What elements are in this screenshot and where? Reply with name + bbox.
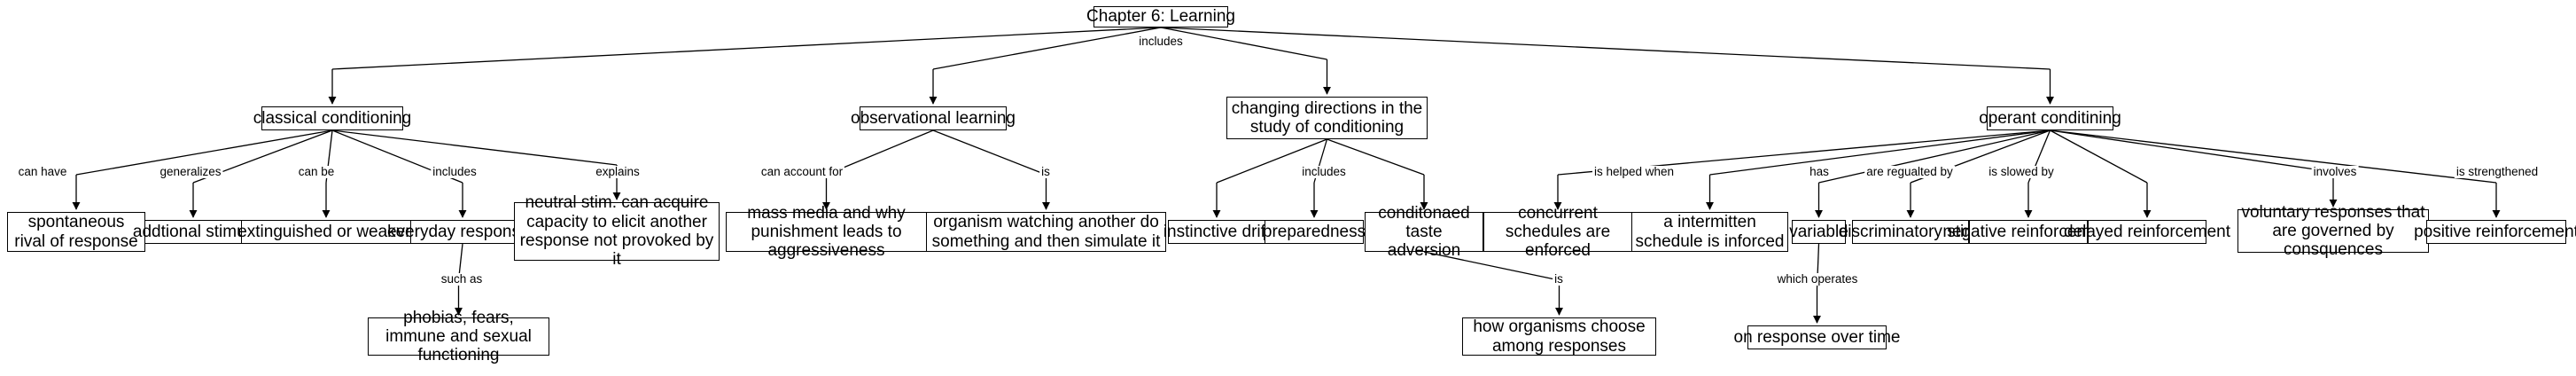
concept-node-taste[interactable]: conditonaed taste adversion [1365, 204, 1483, 260]
concept-node-concurrent[interactable]: concurrent schedules are enforced [1483, 204, 1632, 260]
edge-line-classical-to-spontaneous [75, 129, 333, 176]
edge-line-root-to-observ [932, 27, 1162, 70]
concept-node-label: positive reinforcement [2414, 222, 2576, 241]
edge-label-observ-to-massmedia: can account for [759, 165, 845, 178]
concept-node-massmedia[interactable]: mass media and why punishment leads to a… [726, 204, 927, 260]
concept-node-label: mass media and why punishment leads to a… [747, 203, 906, 261]
edge-label-operant-to-concurrent: is helped when [1592, 165, 1677, 178]
concept-node-label: preparedness [1262, 222, 1366, 241]
concept-node-label: neutral stim. can acquire capacity to el… [519, 193, 714, 270]
concept-node-label: negative reinforcement [1942, 222, 2114, 241]
concept-node-organism[interactable]: organism watching another do something a… [926, 212, 1166, 252]
concept-node-label: addtional stimuli [132, 222, 254, 241]
concept-node-instinctive[interactable]: instinctive drift [1163, 220, 1270, 244]
concept-node-label: observational learning [851, 108, 1016, 128]
concept-node-label: changing directions in the study of cond… [1231, 98, 1423, 137]
concept-node-label: discriminatory stim. [1838, 222, 1983, 241]
concept-node-changing[interactable]: changing directions in the study of cond… [1226, 97, 1428, 139]
edge-label-operant-to-discrim: are regualted by [1864, 165, 1955, 178]
concept-node-label: voluntary responses that are governed by… [2241, 202, 2425, 260]
edge-label-observ-to-organism: is [1039, 165, 1052, 178]
concept-node-variable[interactable]: variable [1789, 220, 1848, 244]
concept-node-label: operant conditining [1979, 108, 2121, 128]
edge-label-classical-to-spontaneous: can have [16, 165, 69, 178]
concept-node-label: delayed reinforcement [2064, 222, 2230, 241]
concept-node-onresponse[interactable]: on response over time [1734, 325, 1901, 349]
edge-label-operant-to-variable: has [1808, 165, 1831, 178]
edge-label-variable-to-onresponse: which operates [1775, 272, 1860, 286]
concept-node-label: conditonaed taste adversion [1378, 203, 1470, 261]
concept-node-label: instinctive drift [1163, 222, 1271, 241]
concept-node-negative[interactable]: negative reinforcement [1942, 220, 2114, 244]
edge-line-taste-to-howorg [1423, 251, 1560, 281]
edge-label-classical-to-addtional: generalizes [158, 165, 223, 178]
edge-label-changing-to-instinctive: includes [1300, 165, 1348, 178]
concept-node-classical[interactable]: classical conditioning [253, 106, 411, 130]
concept-node-phobias[interactable]: phobias, fears, immune and sexual functi… [368, 309, 549, 364]
concept-node-label: Chapter 6: Learning [1086, 7, 1235, 27]
edge-label-everyday-to-phobias: such as [439, 272, 485, 286]
concept-node-label: a intermitten schedule is inforced [1635, 213, 1785, 251]
edge-label-classical-to-extinguish: can be [296, 165, 337, 178]
edge-line-operant-to-delayed [2050, 129, 2148, 184]
concept-node-root[interactable]: Chapter 6: Learning [1086, 6, 1235, 27]
concept-node-discrim[interactable]: discriminatory stim. [1839, 220, 1982, 244]
concept-node-label: extinguished or weaken [237, 222, 415, 241]
edge-line-changing-to-instinctive [1216, 138, 1327, 184]
edge-label-operant-to-negative: is slowed by [1987, 165, 2056, 178]
concept-node-operant[interactable]: operant conditining [1979, 106, 2121, 130]
edge-line-classical-to-neutral [331, 129, 618, 166]
concept-node-label: spontaneous rival of response [14, 213, 138, 251]
edge-line-operant-to-voluntary [2050, 129, 2334, 173]
concept-node-spontaneous[interactable]: spontaneous rival of response [7, 212, 145, 252]
edge-label-operant-to-voluntary: involves [2311, 165, 2359, 178]
concept-node-intermitten[interactable]: a intermitten schedule is inforced [1631, 212, 1788, 252]
edge-label-root-to-classical: includes [1137, 35, 1185, 48]
concept-node-label: everyday responses [386, 222, 539, 241]
edge-line-root-to-changing [1160, 27, 1327, 60]
concept-node-observ[interactable]: observational learning [851, 106, 1016, 130]
edge-line-observ-to-organism [932, 129, 1047, 176]
edge-line-root-to-operant [1160, 27, 2051, 70]
concept-node-label: on response over time [1733, 327, 1901, 347]
concept-node-label: phobias, fears, immune and sexual functi… [385, 308, 532, 365]
edge-label-taste-to-howorg: is [1553, 272, 1565, 286]
concept-node-everyday[interactable]: everyday responses [387, 220, 538, 244]
edge-label-operant-to-positive: is strengthened [2454, 165, 2541, 178]
edge-label-classical-to-neutral: explains [594, 165, 642, 178]
edge-line-operant-to-variable [1818, 129, 2051, 184]
concept-node-extinguish[interactable]: extinguished or weaken [237, 220, 415, 244]
edge-line-operant-to-intermitten [1709, 129, 2051, 176]
concept-node-label: organism watching another do something a… [931, 213, 1161, 251]
concept-node-label: concurrent schedules are enforced [1505, 203, 1611, 261]
concept-node-delayed[interactable]: delayed reinforcement [2064, 220, 2230, 244]
edge-line-operant-to-positive [2050, 129, 2497, 184]
concept-node-label: classical conditioning [253, 108, 412, 128]
concept-node-addtional[interactable]: addtional stimuli [133, 220, 253, 244]
concept-node-voluntary[interactable]: voluntary responses that are governed by… [2237, 203, 2429, 259]
concept-node-label: variable [1789, 222, 1848, 241]
edge-label-classical-to-everyday: includes [431, 165, 479, 178]
edge-line-root-to-classical [331, 27, 1162, 70]
concept-node-prepared[interactable]: preparedness [1262, 220, 1366, 244]
concept-node-neutral[interactable]: neutral stim. can acquire capacity to el… [514, 193, 720, 269]
edge-line-changing-to-taste [1327, 138, 1425, 176]
concept-node-positive[interactable]: positive reinforcement [2414, 220, 2576, 244]
concept-node-howorg[interactable]: how organisms choose among responses [1462, 317, 1656, 356]
concept-node-label: how organisms choose among responses [1473, 317, 1646, 356]
